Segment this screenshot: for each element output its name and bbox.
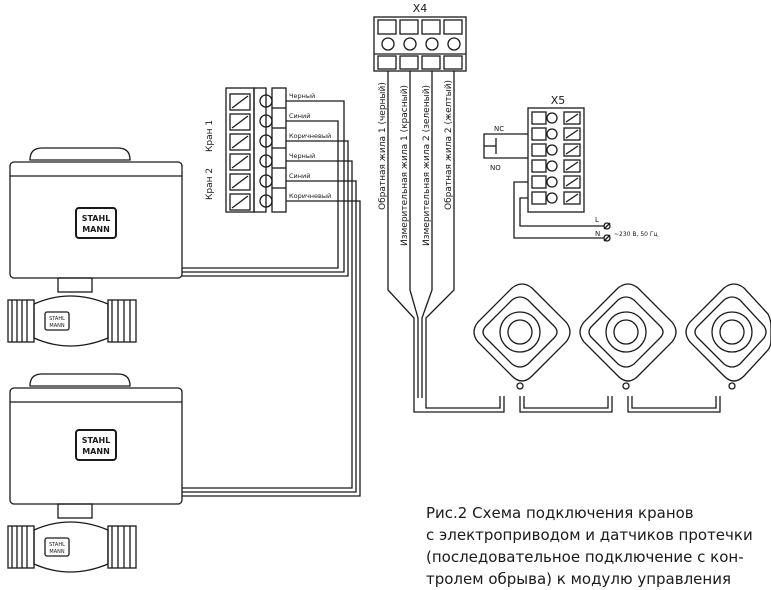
wire-label: Черный <box>289 92 315 100</box>
leak-sensor-3 <box>685 283 771 390</box>
power-label: ~230 В, 50 Гц <box>614 231 658 238</box>
valve-wires <box>182 100 361 497</box>
brand-logo: STAHL MANN <box>75 207 117 239</box>
caption-line: (последовательное подключение с кон- <box>426 548 744 566</box>
wire-label: Синий <box>289 112 310 120</box>
terminal-block-valves <box>225 87 287 213</box>
terminal-x4 <box>373 16 467 72</box>
svg-text:STAHL: STAHL <box>82 436 111 445</box>
wire-label: Коричневый <box>289 192 331 200</box>
wire-label: Черный <box>289 152 315 160</box>
caption-line: Рис.2 Схема подключения кранов <box>426 504 694 522</box>
x4-wire-label: Обратная жила 2 (желтый) <box>444 80 454 210</box>
caption-line: с электроприводом и датчиков протечки <box>426 526 753 544</box>
svg-text:MANN: MANN <box>49 549 64 555</box>
valve-actuator-2: STAHL MANN <box>9 373 183 519</box>
ball-valve-1: STAHL MANN <box>7 295 137 347</box>
x5-title: X5 <box>551 94 566 107</box>
caption-line: тролем обрыва) к модулю управления <box>426 570 731 588</box>
valve-group-label-1: Кран 1 <box>205 120 215 152</box>
svg-text:STAHL: STAHL <box>49 316 65 322</box>
n-label: N <box>595 230 600 238</box>
wire-label: Синий <box>289 172 310 180</box>
x4-wire-label: Измерительная жила 2 (зеленый) <box>422 85 432 246</box>
x4-wire-label: Обратная жила 1 (черный) <box>378 82 388 210</box>
svg-text:MANN: MANN <box>82 225 110 234</box>
svg-text:STAHL: STAHL <box>49 542 65 548</box>
valve-actuator-1: STAHL MANN <box>9 147 183 293</box>
svg-text:MANN: MANN <box>49 323 64 329</box>
leak-sensor-1 <box>473 283 571 390</box>
x4-wire-label: Измерительная жила 1 (красный) <box>400 85 410 246</box>
nc-label: NC <box>494 125 504 133</box>
l-label: L <box>595 216 599 224</box>
ball-valve-2: STAHL MANN <box>7 521 137 573</box>
relay-wires <box>483 133 611 242</box>
brand-logo: STAHL MANN <box>75 429 117 461</box>
sensor-wires <box>387 71 721 413</box>
svg-text:STAHL: STAHL <box>82 214 111 223</box>
x4-title: X4 <box>413 2 428 15</box>
leak-sensor-2 <box>579 283 677 390</box>
svg-text:MANN: MANN <box>82 447 110 456</box>
valve-group-label-2: Кран 2 <box>205 168 215 200</box>
wire-label: Коричневый <box>289 132 331 140</box>
no-label: NO <box>490 164 501 172</box>
wiring-diagram: STAHL MANN STAHL MANN <box>7 2 771 573</box>
terminal-x5 <box>527 107 585 213</box>
figure-caption: Рис.2 Схема подключения кранов с электро… <box>426 502 771 590</box>
